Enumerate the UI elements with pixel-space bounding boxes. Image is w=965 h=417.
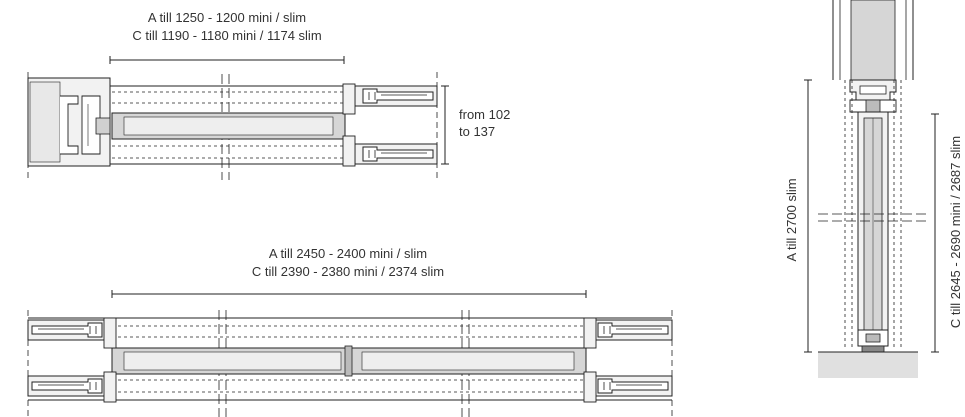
top-dimension-line2: C till 1190 - 1180 mini / 1174 slim — [132, 28, 321, 43]
vertical-right-label: C till 2645 - 2690 mini / 2687 slim — [948, 136, 963, 328]
bottom-section-drawing — [27, 290, 673, 417]
vertical-section-drawing — [804, 0, 939, 378]
height-label-line1: from 102 — [459, 107, 510, 122]
top-section-drawing — [27, 56, 449, 180]
bottom-dimension-line2: C till 2390 - 2380 mini / 2374 slim — [252, 264, 444, 279]
top-dimension-line1: A till 1250 - 1200 mini / slim — [148, 10, 306, 25]
bottom-dimension-line1: A till 2450 - 2400 mini / slim — [269, 246, 427, 261]
height-label-line2: to 137 — [459, 124, 495, 139]
vertical-left-label: A till 2700 slim — [784, 178, 799, 261]
